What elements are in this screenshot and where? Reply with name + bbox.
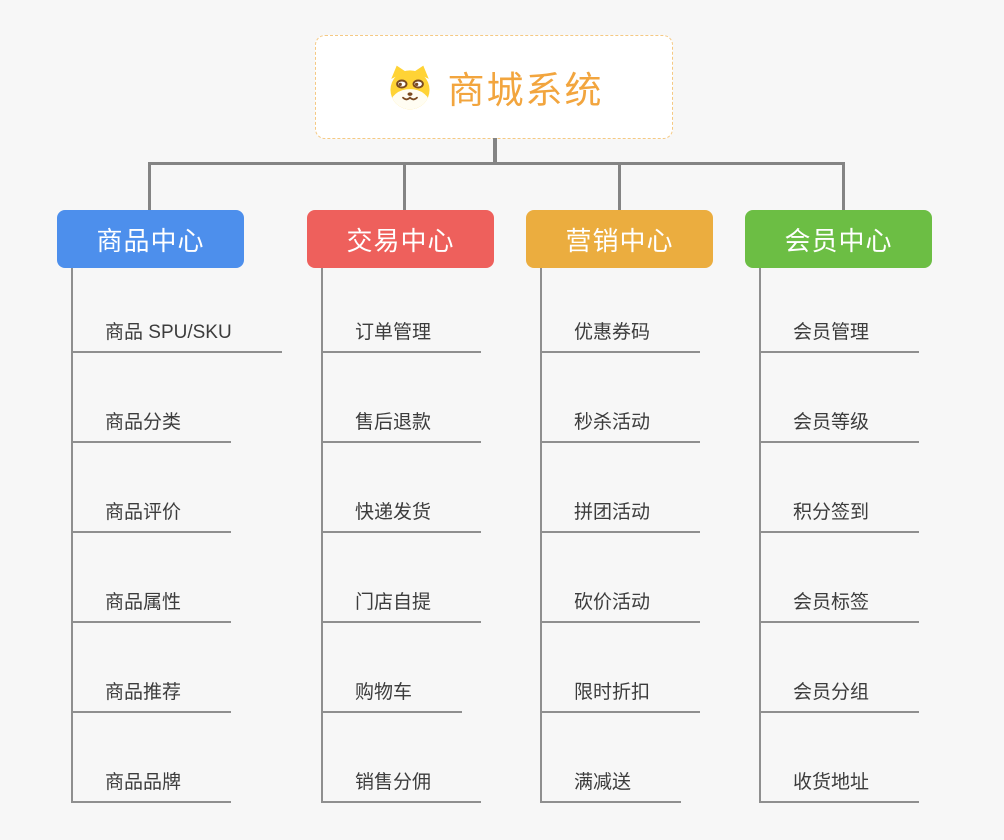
leaf-node[interactable]: 积分签到 [759, 443, 920, 533]
leaf-node[interactable]: 商品属性 [71, 533, 232, 623]
branch-leaves: 商品 SPU/SKU 商品分类 商品评价 商品属性 商品推荐 商品品牌 [71, 263, 282, 803]
connector-drop-product [148, 162, 151, 211]
leaf-node[interactable]: 商品 SPU/SKU [71, 263, 282, 353]
root-node[interactable]: 商城系统 [315, 35, 673, 139]
leaf-node[interactable]: 会员分组 [759, 623, 920, 713]
branch-leaves: 优惠券码 秒杀活动 拼团活动 砍价活动 限时折扣 满减送 [540, 263, 701, 803]
branch-trade-center: 交易中心 订单管理 售后退款 快递发货 门店自提 购物车 销售分佣 [307, 210, 557, 803]
leaf-node[interactable]: 售后退款 [321, 353, 482, 443]
branch-member-center: 会员中心 会员管理 会员等级 积分签到 会员标签 会员分组 收货地址 [745, 210, 995, 803]
leaf-node[interactable]: 满减送 [540, 713, 682, 803]
branch-leaves: 会员管理 会员等级 积分签到 会员标签 会员分组 收货地址 [759, 263, 920, 803]
branch-node-member-center[interactable]: 会员中心 [745, 210, 932, 268]
connector-horizontal-bar [148, 162, 845, 165]
leaf-node[interactable]: 限时折扣 [540, 623, 701, 713]
leaf-node[interactable]: 商品推荐 [71, 623, 232, 713]
connector-drop-member [842, 162, 845, 211]
leaf-node[interactable]: 商品评价 [71, 443, 232, 533]
branch-product-center: 商品中心 商品 SPU/SKU 商品分类 商品评价 商品属性 商品推荐 商品品牌 [57, 210, 307, 803]
leaf-node[interactable]: 拼团活动 [540, 443, 701, 533]
branch-trunk-line [540, 268, 542, 803]
branch-node-trade-center[interactable]: 交易中心 [307, 210, 494, 268]
leaf-node[interactable]: 商品品牌 [71, 713, 232, 803]
connector-root-drop [493, 138, 497, 164]
root-title: 商城系统 [447, 70, 604, 111]
leaf-node[interactable]: 会员管理 [759, 263, 920, 353]
branch-node-product-center[interactable]: 商品中心 [57, 210, 244, 268]
leaf-node[interactable]: 优惠券码 [540, 263, 701, 353]
branch-node-marketing-center[interactable]: 营销中心 [526, 210, 713, 268]
branch-trunk-line [759, 268, 761, 803]
leaf-node[interactable]: 订单管理 [321, 263, 482, 353]
leaf-node[interactable]: 会员等级 [759, 353, 920, 443]
dog-icon [389, 65, 430, 109]
leaf-node[interactable]: 商品分类 [71, 353, 232, 443]
leaf-node[interactable]: 收货地址 [759, 713, 920, 803]
leaf-node[interactable]: 购物车 [321, 623, 463, 713]
leaf-node[interactable]: 砍价活动 [540, 533, 701, 623]
branch-leaves: 订单管理 售后退款 快递发货 门店自提 购物车 销售分佣 [321, 263, 482, 803]
leaf-node[interactable]: 秒杀活动 [540, 353, 701, 443]
branch-trunk-line [71, 268, 73, 803]
branch-trunk-line [321, 268, 323, 803]
connector-drop-trade [403, 162, 406, 211]
leaf-node[interactable]: 门店自提 [321, 533, 482, 623]
connector-drop-marketing [618, 162, 621, 211]
leaf-node[interactable]: 快递发货 [321, 443, 482, 533]
branch-marketing-center: 营销中心 优惠券码 秒杀活动 拼团活动 砍价活动 限时折扣 满减送 [526, 210, 776, 803]
leaf-node[interactable]: 销售分佣 [321, 713, 482, 803]
leaf-node[interactable]: 会员标签 [759, 533, 920, 623]
